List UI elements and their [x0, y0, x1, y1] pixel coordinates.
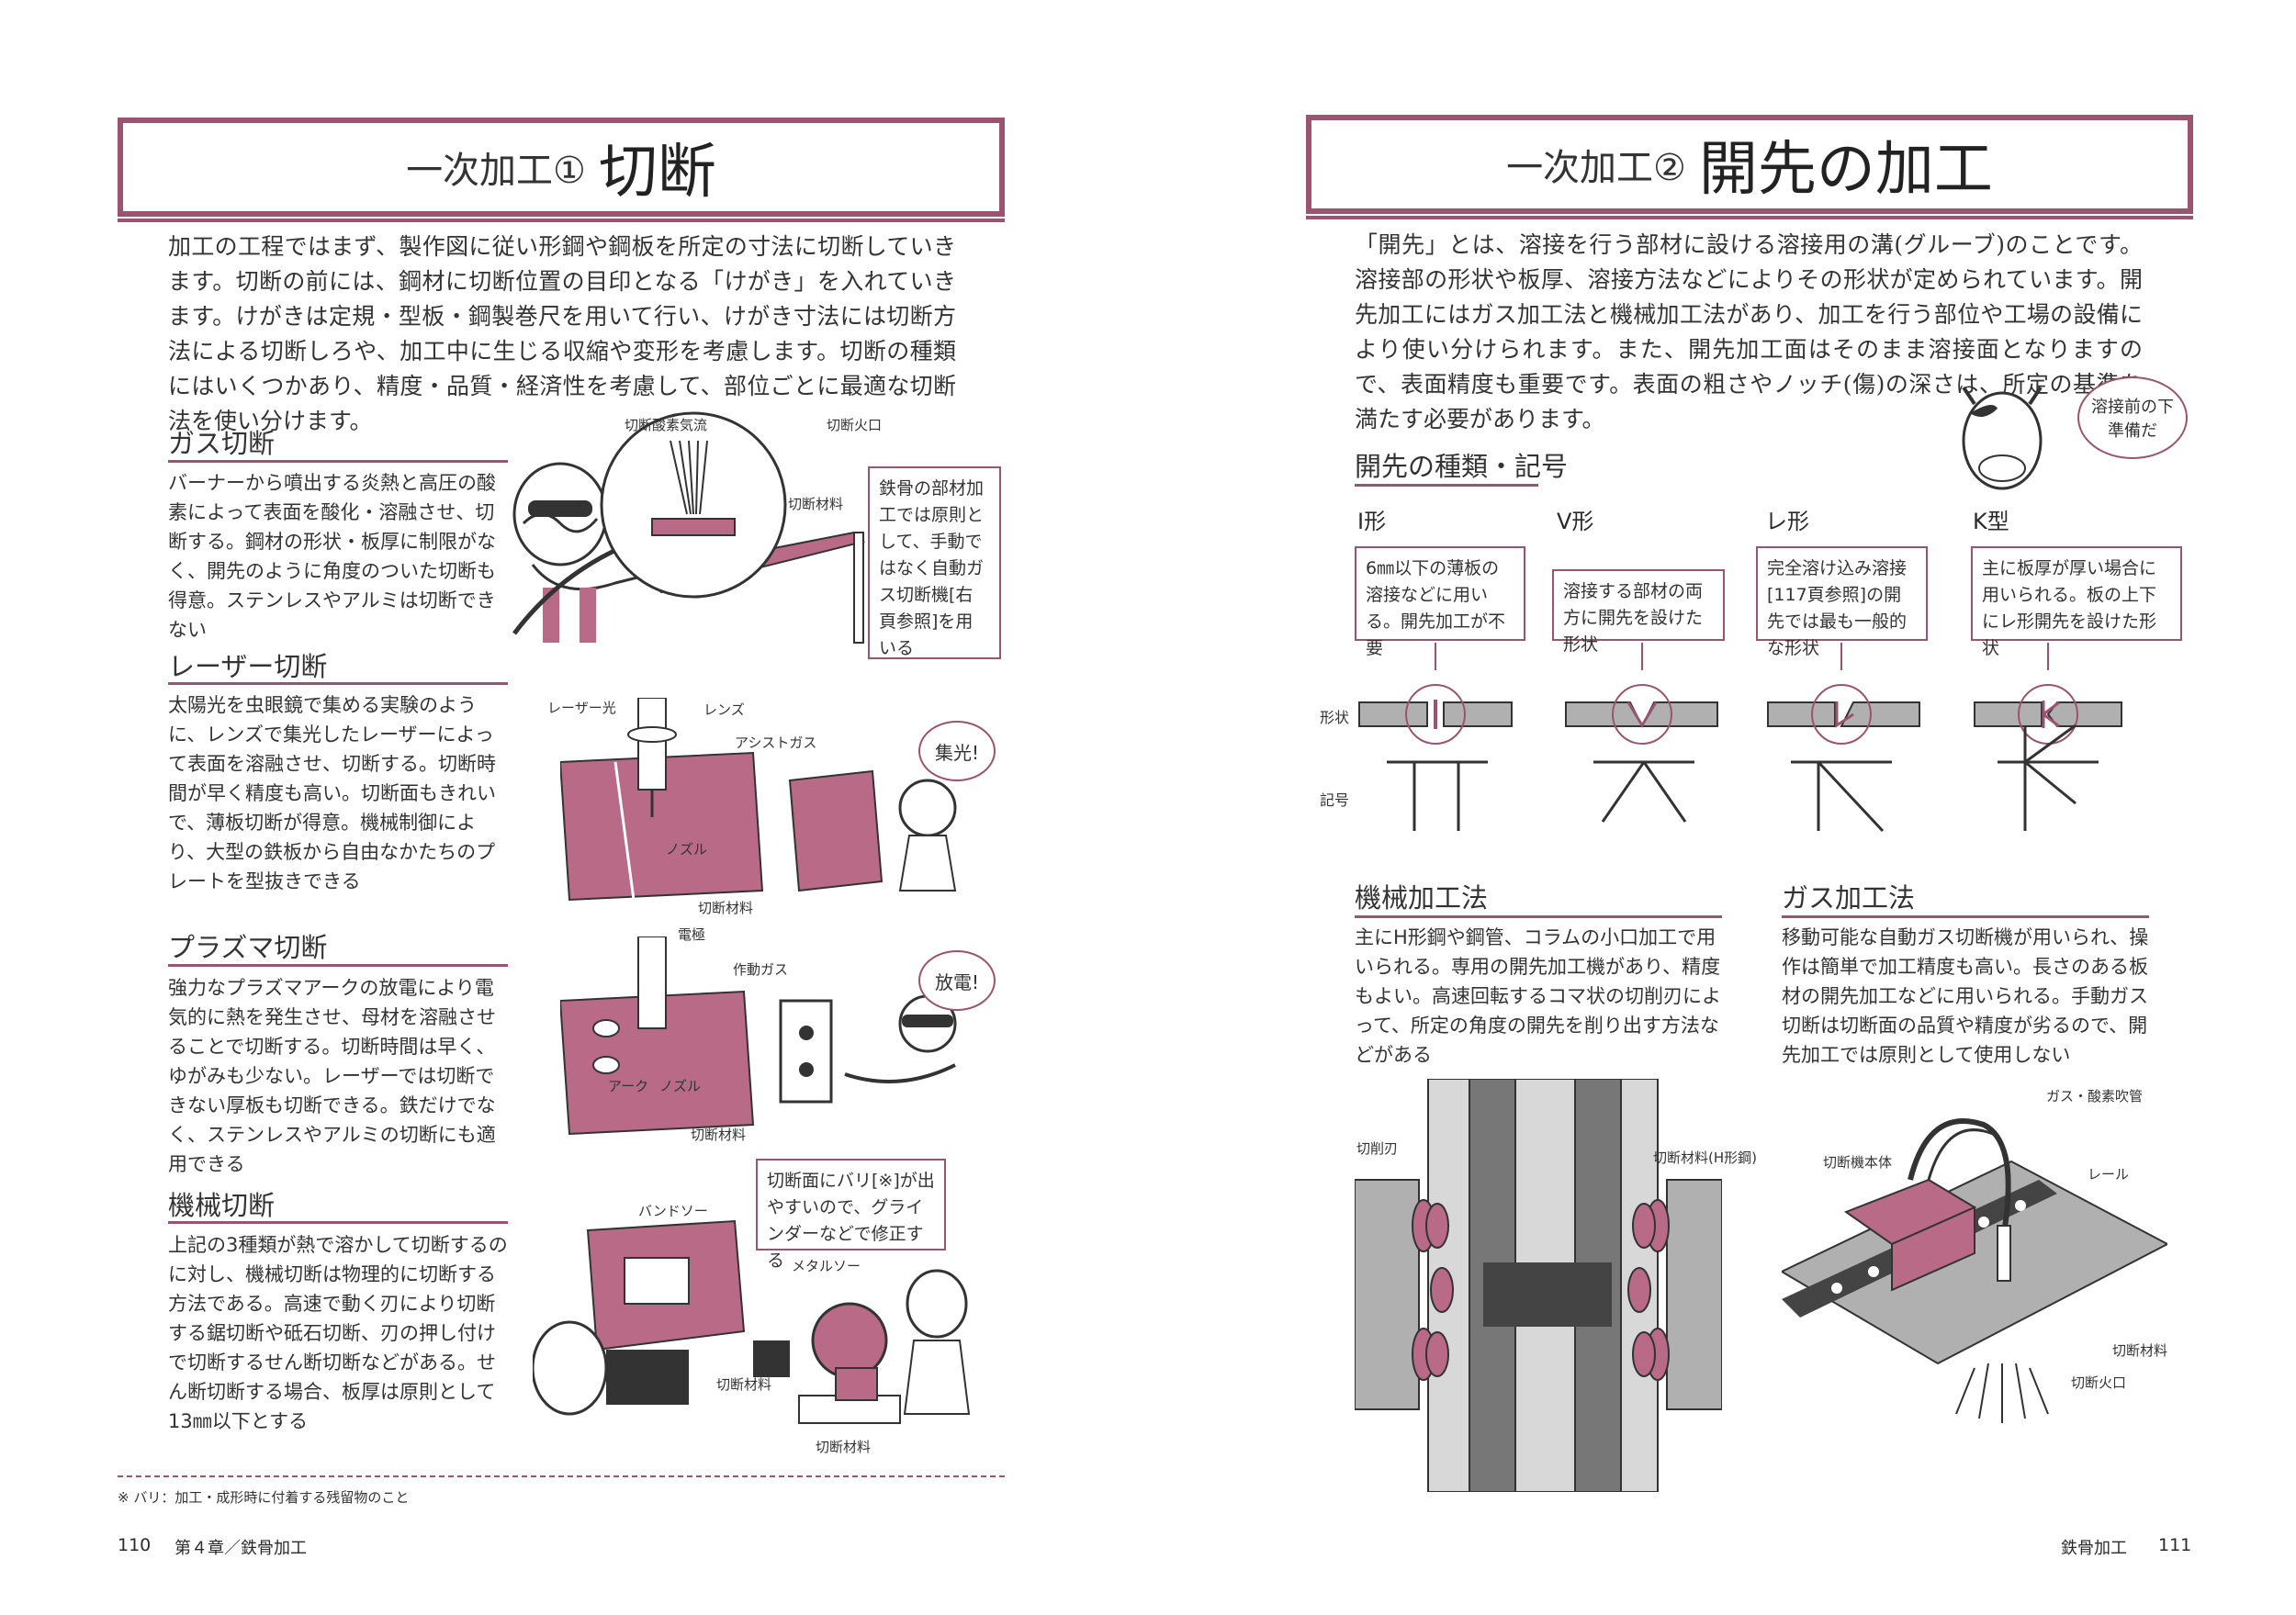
row-label-symbol: 記号: [1320, 791, 1350, 809]
mech-cutting-rule: [168, 1221, 508, 1224]
gas-cutting-heading: ガス切断: [168, 428, 276, 459]
plasma-label-arc: アーク: [608, 1078, 649, 1094]
gas-label-oxygen: 切断酸素気流: [625, 417, 708, 433]
left-intro: 加工の工程ではまず、製作図に従い形鋼や鋼板を所定の寸法に切断していきます。切断の…: [168, 233, 956, 434]
gas-process-label-pipe: ガス・酸素吹管: [2046, 1088, 2144, 1105]
mech-label-material2: 切断材料: [816, 1439, 872, 1455]
left-title-main: 切断: [598, 139, 716, 207]
plasma-cutting-illustration: [560, 936, 957, 1136]
machine-heading: 機械加工法: [1355, 882, 1489, 914]
left-footnote: ※ バリ：加工・成形時に付着する残留物のこと: [118, 1489, 410, 1506]
machine-processing-illustration: [1355, 1079, 1722, 1492]
type-name-k: K型: [1973, 509, 2009, 534]
left-title-rule: [118, 219, 1005, 222]
type-name-v: V形: [1557, 509, 1594, 534]
right-title-rule: [1306, 216, 2193, 219]
row-label-shape: 形状: [1320, 709, 1350, 726]
left-title-prefix: 一次加工①: [406, 150, 586, 192]
laser-cutting-illustration: [560, 698, 957, 902]
mech-label-material1: 切断材料: [716, 1376, 772, 1393]
gas-process-rule: [1782, 915, 2149, 918]
left-page-number: 110: [118, 1535, 152, 1555]
cow-head-illustration: [1962, 386, 2043, 490]
gas-process-label-material: 切断材料: [2112, 1342, 2168, 1359]
cow-bubble: 溶接前の下準備だ: [2077, 376, 2188, 459]
left-chapter: 第４章／鉄骨加工: [174, 1539, 307, 1558]
gas-process-text: 移動可能な自動ガス切断機が用いられ、操作は簡単で加工精度も高い。長さのある板材の…: [1782, 926, 2149, 1066]
plasma-bubble: 放電!: [918, 950, 996, 1011]
right-title-main: 開先の加工: [1698, 136, 1993, 204]
laser-bubble: 集光!: [918, 721, 996, 781]
gas-cutting-rule: [168, 460, 508, 463]
gas-note-box: 鉄骨の部材加工では原則として、手動ではなく自動ガス切断機[右頁参照]を用いる: [868, 466, 1001, 659]
type-name-bevel: レ形: [1765, 509, 1809, 534]
laser-label-light: レーザー光: [547, 700, 616, 716]
laser-cutting-heading: レーザー切断: [168, 651, 328, 682]
machine-text: 主にH形鋼や鋼管、コラムの小口加工で用いられる。専用の開先加工機があり、精度もよ…: [1355, 926, 1721, 1066]
plasma-label-electrode: 電極: [678, 926, 706, 943]
right-page-number: 111: [2158, 1535, 2192, 1555]
mech-cutting-text: 上記の3種類が熱で溶かして切断するのに対し、機械切断は物理的に切断する方法である…: [168, 1234, 508, 1432]
mech-label-bandsaw: バンドソー: [638, 1203, 708, 1219]
right-chapter: 鉄骨加工: [2061, 1539, 2127, 1558]
gas-cutting-text: バーナーから噴出する炎熱と高圧の酸素によって表面を酸化・溶融させ、切断する。鋼材…: [168, 472, 496, 641]
gas-cutting-illustration: [512, 411, 865, 644]
type-desc-k: 主に板厚が厚い場合に用いられる。板の上下にレ形開先を設けた形状: [1971, 546, 2182, 658]
plasma-cutting-rule: [168, 964, 508, 967]
gas-label-flame: 切断火口: [827, 417, 883, 433]
mech-cutting-heading: 機械切断: [168, 1190, 276, 1221]
plasma-label-gas: 作動ガス: [733, 961, 789, 978]
machine-rule: [1355, 915, 1722, 918]
mech-note-box: 切断面にバリ[※]が出やすいので、グラインダーなどで修正する: [756, 1159, 946, 1271]
type-desc-bevel: 完全溶け込み溶接[117頁参照]の開先では最も一般的な形状: [1756, 546, 1928, 658]
machine-label-blade: 切削刃: [1356, 1140, 1399, 1157]
plasma-cutting-heading: プラズマ切断: [168, 932, 328, 963]
type-desc-v: 溶接する部材の両方に開先を設けた形状: [1552, 569, 1725, 655]
laser-cutting-text: 太陽光を虫眼鏡で集める実験のように、レンズで集光したレーザーによって表面を溶融さ…: [168, 694, 496, 892]
plasma-label-nozzle: ノズル: [659, 1078, 702, 1094]
laser-label-material: 切断材料: [698, 900, 754, 916]
mech-label-metalsaw: メタルソー: [792, 1258, 861, 1274]
gas-processing-illustration: [1782, 1118, 2167, 1423]
right-title-prefix: 一次加工②: [1506, 147, 1686, 189]
right-title-box: 一次加工② 開先の加工: [1306, 115, 2193, 214]
gas-process-label-body: 切断機本体: [1823, 1154, 1893, 1171]
left-title-box: 一次加工① 切断: [118, 118, 1005, 217]
type-desc-i: 6㎜以下の薄板の溶接などに用いる。開先加工が不要: [1355, 546, 1525, 658]
gas-process-label-rail: レール: [2088, 1166, 2130, 1183]
groove-types-heading: 開先の種類・記号: [1355, 451, 1569, 482]
laser-cutting-rule: [168, 682, 508, 685]
groove-shapes-and-symbols: [1358, 643, 2122, 833]
laser-label-assist: アシストガス: [735, 735, 817, 751]
laser-label-nozzle: ノズル: [666, 841, 708, 858]
gas-process-heading: ガス加工法: [1782, 882, 1916, 914]
gas-process-label-tip: 切断火口: [2071, 1374, 2127, 1391]
left-footnote-rule: [118, 1475, 1005, 1477]
right-intro: 「開先」とは、溶接を行う部材に設ける溶接用の溝(グルーブ)のことです。溶接部の形…: [1355, 231, 2143, 432]
groove-types-rule: [1355, 484, 1538, 487]
laser-label-lens: レンズ: [703, 701, 745, 718]
machine-label-material: 切断材料(H形鋼): [1653, 1150, 1757, 1166]
gas-label-material: 切断材料: [788, 496, 844, 512]
mech-cutting-illustration: [533, 1219, 971, 1424]
plasma-cutting-text: 強力なプラズマアークの放電により電気的に熱を発生させ、母材を溶融させることで切断…: [168, 977, 496, 1175]
plasma-label-material: 切断材料: [691, 1127, 747, 1143]
type-name-i: I形: [1357, 509, 1387, 534]
